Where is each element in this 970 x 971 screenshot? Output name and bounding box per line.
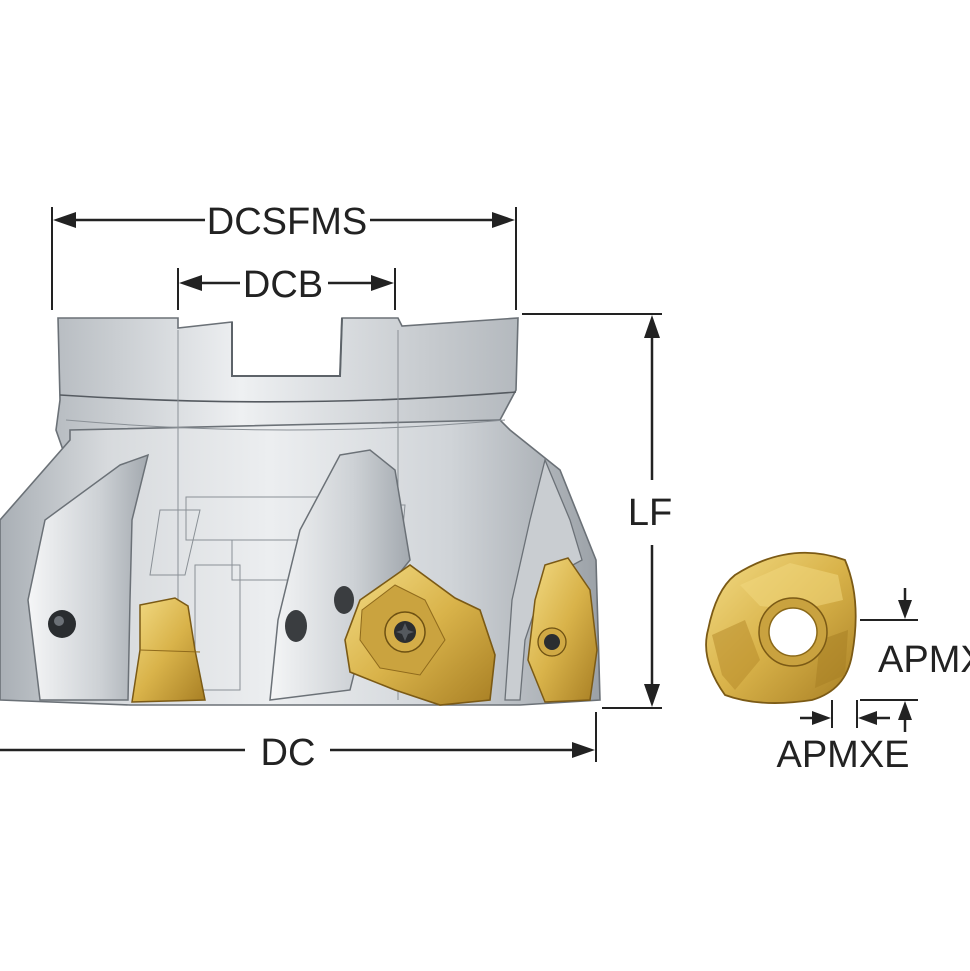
screw-hole-icon	[54, 616, 64, 626]
screw-hole-icon	[285, 610, 307, 642]
chip-pocket-left	[27, 453, 150, 701]
dim-dcsfms: DCSFMS	[51, 201, 517, 310]
dim-apmx: APMX	[860, 588, 970, 732]
label-apmxe: APMXE	[776, 734, 909, 776]
label-apmx: APMX	[878, 639, 970, 681]
chip-pockets	[27, 449, 583, 701]
label-dcb: DCB	[243, 264, 323, 306]
key-slot	[231, 317, 343, 377]
cutter-inserts	[131, 557, 598, 706]
dim-dcb: DCB	[177, 264, 396, 310]
label-lf: LF	[628, 492, 672, 534]
detached-insert	[705, 551, 857, 704]
label-dcsfms: DCSFMS	[207, 201, 367, 243]
dim-dc: DC	[0, 712, 597, 774]
torx-screw-icon	[544, 634, 560, 650]
dim-lf: LF	[522, 313, 672, 709]
insert-hole-icon	[768, 607, 818, 657]
insert-left	[131, 597, 206, 703]
screw-hole-icon	[334, 586, 354, 614]
dim-apmxe: APMXE	[776, 700, 910, 776]
insert-right	[527, 557, 598, 703]
label-dc: DC	[261, 732, 316, 774]
